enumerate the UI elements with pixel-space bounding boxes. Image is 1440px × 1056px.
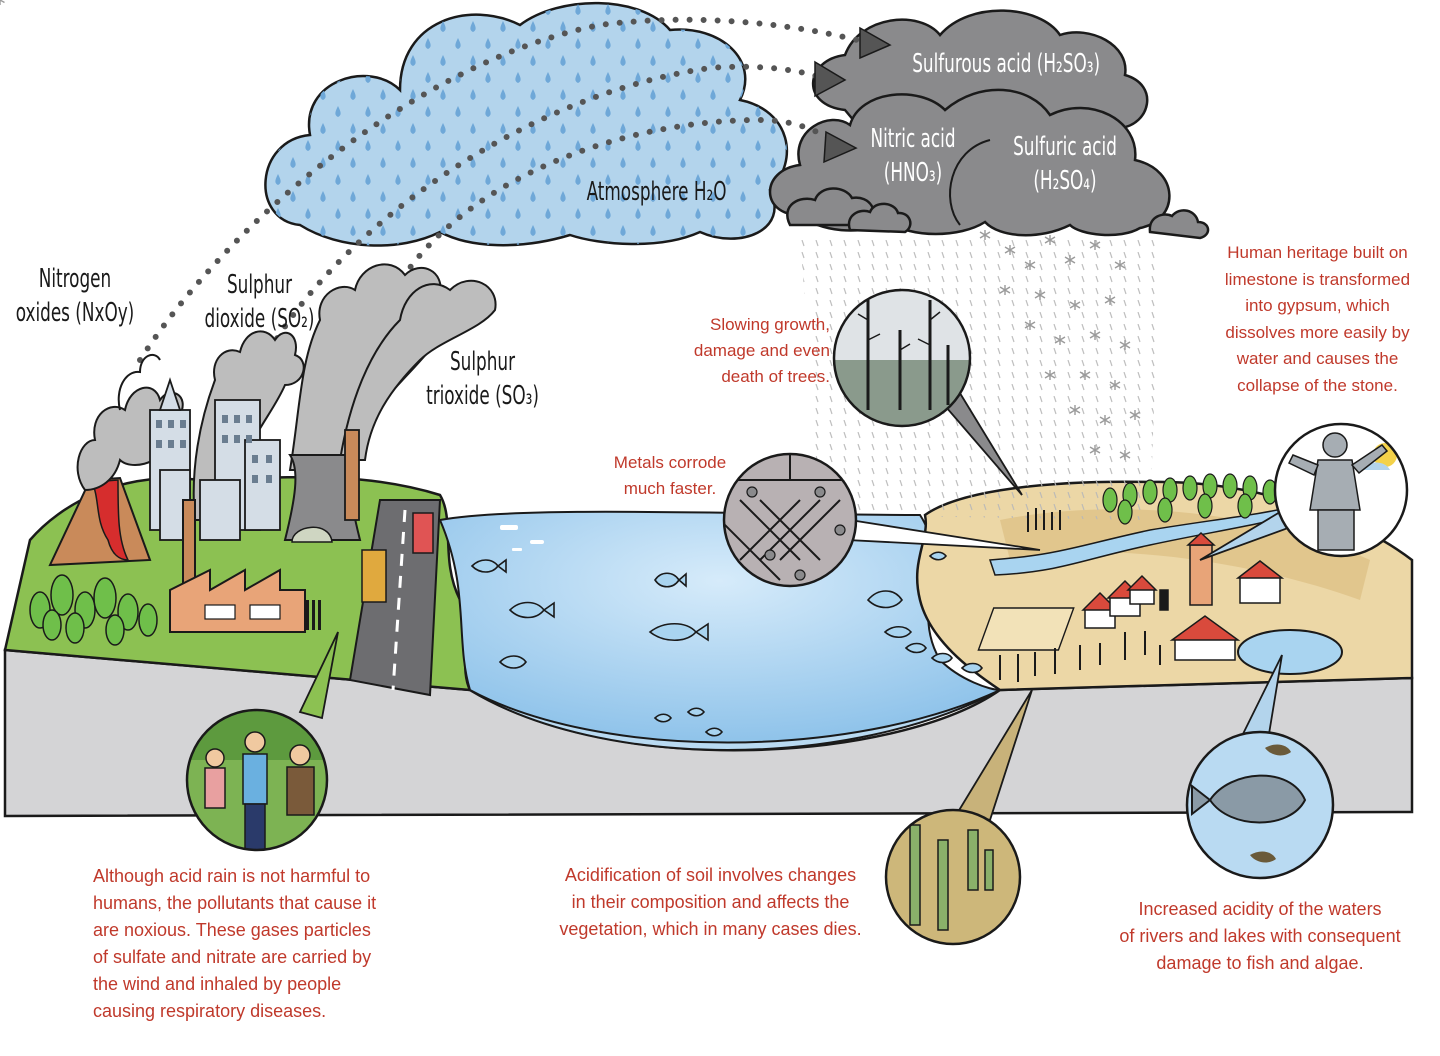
lake	[438, 510, 1001, 744]
caption-water: Increased acidity of the waters of river…	[1119, 899, 1401, 973]
village	[977, 531, 1285, 661]
cooling-tower	[283, 429, 362, 543]
label-sulphur-dioxide: Sulphur dioxide (SO₂)	[204, 270, 315, 334]
inset-soil	[884, 808, 1022, 946]
caption-trees: Slowing growth, damage and even death of…	[693, 315, 830, 386]
dead-trees-village	[999, 508, 1161, 682]
inset-statue	[1273, 422, 1409, 558]
volcano	[48, 476, 152, 567]
acid-clouds	[768, 9, 1210, 240]
inset-people	[185, 708, 329, 852]
inset-corroded-metal	[722, 452, 858, 588]
transport-arrows	[137, 16, 868, 363]
label-sulfuric-acid: Sulfuric acid (H₂SO₄)	[1013, 132, 1117, 196]
caption-heritage: Human heritage built on limestone is tra…	[1224, 243, 1411, 395]
pedestrians	[306, 600, 321, 630]
lake-fish	[470, 551, 983, 737]
caption-soil: Acidification of soil involves changes i…	[559, 865, 862, 939]
city-buildings	[149, 377, 281, 541]
inset-dead-fish	[1185, 730, 1335, 880]
label-nitrogen-oxides: Nitrogen oxides (NxOy)	[15, 264, 135, 328]
label-sulfurous-acid: Sulfurous acid (H₂SO₃)	[912, 49, 1101, 79]
pond	[1237, 629, 1343, 675]
label-atmosphere: Atmosphere H₂O	[586, 177, 727, 207]
water-cloud	[264, 1, 789, 247]
vehicles	[361, 512, 434, 603]
label-sulphur-trioxide: Sulphur trioxide (SO₃)	[426, 347, 539, 411]
label-nitric-acid: Nitric acid (HNO₃)	[870, 124, 956, 188]
callout-pointers	[298, 383, 1312, 822]
forest-right	[1102, 473, 1278, 525]
caption-metals: Metals corrode much faster.	[613, 453, 727, 498]
caption-humans: Although acid rain is not harmful to hum…	[93, 866, 377, 1021]
trees-left	[29, 574, 158, 646]
factory	[169, 499, 306, 633]
arrow-heads	[814, 26, 892, 164]
